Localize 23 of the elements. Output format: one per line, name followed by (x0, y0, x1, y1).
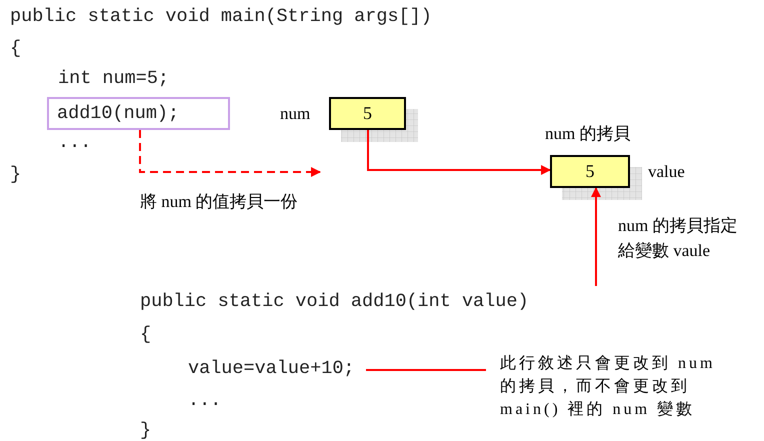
code-line: public static void main(String args[]) (10, 6, 432, 27)
code-line: { (10, 38, 22, 59)
edge-label: 將 num 的值拷貝一份 (140, 191, 298, 213)
note-text: 此行敘述只會更改到 num 的拷貝，而不會更改到 main() 裡的 num 變數 (500, 352, 728, 422)
edge-label: num 的拷貝指定給變數 vaule (618, 215, 738, 262)
code-line: { (140, 324, 152, 345)
highlighted-code-box: add10(num); (47, 97, 230, 130)
arrow (591, 187, 601, 286)
variable-box: 5 (329, 97, 406, 130)
variable-label: value (648, 162, 685, 182)
code-line: ... (58, 132, 92, 153)
code-line: ... (188, 390, 222, 411)
code-line: } (140, 420, 152, 441)
variable-label: num 的拷貝 (545, 123, 630, 145)
code-line: public static void add10(int value) (140, 291, 529, 312)
leader-line (366, 369, 486, 371)
arrow (367, 130, 551, 175)
code-line: int num=5; (58, 68, 170, 89)
arrow (139, 130, 321, 177)
code-line: } (10, 164, 22, 185)
variable-box: 5 (550, 155, 630, 188)
variable-label: num (280, 104, 310, 124)
code-line: value=value+10; (184, 356, 374, 386)
